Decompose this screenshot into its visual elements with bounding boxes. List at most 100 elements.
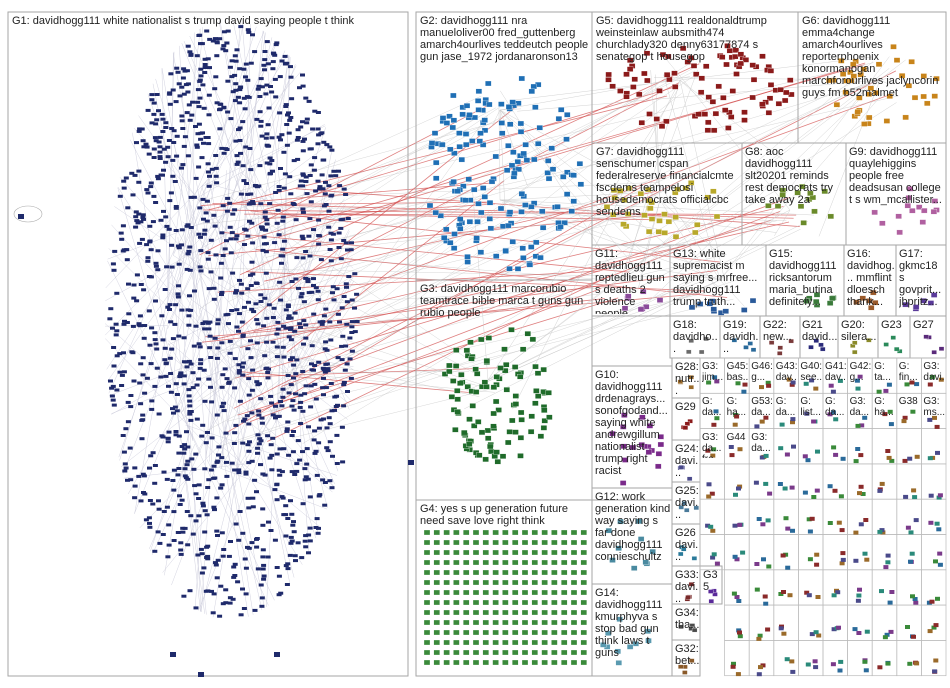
node-g1 [292,473,298,476]
group-frame-g34 [671,603,701,641]
node-small-group [759,455,765,460]
node-g4 [482,619,489,626]
node-small-group [876,389,882,394]
node-g1 [212,37,218,41]
node-small-group [857,587,862,592]
node-small-group [914,382,920,387]
node-g4 [551,659,558,666]
node-g1 [219,405,225,409]
node-g1 [203,589,209,593]
node-g1 [171,468,177,472]
node-g1 [228,251,234,255]
node-g6 [848,77,855,84]
node-g3 [517,435,525,441]
node-g1 [294,256,300,260]
node-g1 [219,290,225,294]
node-g1 [283,564,289,568]
node-g1 [163,160,169,164]
node-g9 [921,207,928,214]
node-g1 [122,319,127,323]
node-g1 [212,476,218,480]
node-small-group [811,419,817,424]
node-g1 [260,523,266,527]
node-g4 [443,589,450,596]
node-g1 [328,382,334,385]
node-g5 [723,61,730,68]
edge [300,182,659,198]
node-g21 [808,345,814,350]
node-g9 [879,220,886,226]
node-g6 [861,121,868,127]
small-group-frame [773,534,799,571]
node-small-group [814,552,820,557]
node-small-group [840,557,846,562]
node-g1 [142,324,148,327]
node-g1 [163,374,169,378]
node-g7 [656,218,663,224]
node-g3 [483,384,490,390]
node-g13 [706,301,713,307]
node-g1 [274,345,280,349]
node-g2 [478,209,485,216]
node-g1 [306,234,312,238]
node-g1 [188,226,194,229]
node-g1 [174,154,180,158]
node-small-group [786,377,792,382]
node-small-group [711,447,717,452]
node-g1 [151,194,157,198]
node-g1 [211,286,217,290]
node-g14 [644,628,651,634]
node-g20 [852,340,858,345]
edge [276,95,900,237]
node-g1 [206,93,212,97]
node-g1 [324,362,330,366]
node-g2 [439,141,446,148]
node-g5 [665,53,672,60]
node-g1 [316,441,322,445]
node-g1 [316,218,322,222]
node-g3 [533,388,540,394]
node-g1 [231,565,237,569]
node-g1 [243,145,249,149]
node-g1 [241,67,247,71]
node-g4 [580,549,587,556]
edge [719,279,745,307]
node-g1 [271,51,276,55]
node-small-group [905,525,911,530]
node-g1 [346,275,352,278]
node-g6 [924,100,931,107]
node-g1 [287,553,293,557]
node-g4 [512,599,519,606]
node-g4 [443,559,450,566]
node-g1 [305,280,311,284]
node-g1 [165,145,171,149]
node-g1 [250,33,255,37]
edge [129,139,277,421]
node-g4 [482,529,489,536]
node-g1 [211,464,217,468]
small-group-frame [773,569,799,606]
small-group-frame [871,604,898,641]
node-g1 [321,368,327,372]
node-g15 [803,298,810,304]
node-g6 [833,102,841,108]
node-g1 [272,77,278,81]
small-group-frame [798,640,824,677]
node-g1 [179,445,185,448]
node-g1 [149,399,155,403]
edge [171,268,207,615]
node-g3 [511,364,519,370]
node-g8 [774,203,782,209]
node-g1 [237,88,243,92]
group-frame-g35 [699,565,723,605]
node-g3 [452,363,460,369]
node-g2 [466,112,473,118]
node-g1 [155,249,161,253]
node-g1 [175,70,181,74]
group-frame-g8 [741,142,847,246]
node-g3 [482,456,489,463]
node-g1 [260,248,266,252]
node-g1 [206,184,212,188]
node-small-group [936,495,942,500]
node-small-group [705,523,711,528]
